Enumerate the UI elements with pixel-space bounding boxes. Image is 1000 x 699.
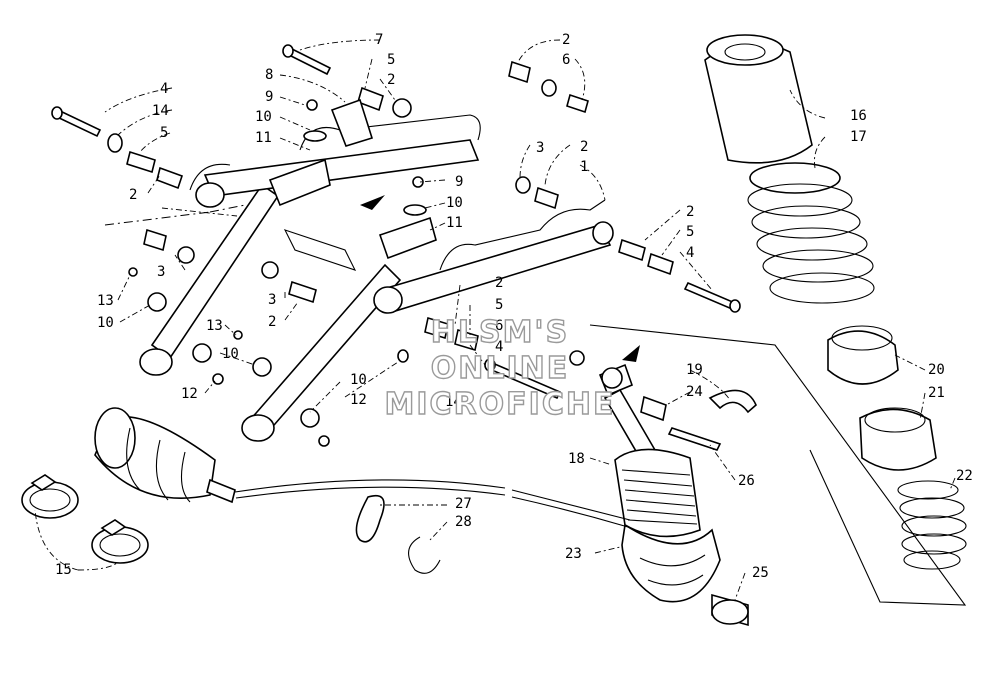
- callout-4: 4: [495, 339, 503, 355]
- callout-10: 10: [350, 372, 367, 388]
- callout-15: 15: [55, 562, 72, 578]
- callout-20: 20: [928, 362, 945, 378]
- callout-14: 14: [445, 394, 462, 410]
- callout-6: 6: [562, 52, 570, 68]
- callout-16: 16: [850, 108, 867, 124]
- callout-2: 2: [387, 72, 395, 88]
- watermark-line-2: ONLINE: [431, 351, 570, 386]
- callout-2: 2: [129, 187, 137, 203]
- callout-26: 26: [738, 473, 755, 489]
- callout-12: 12: [350, 392, 367, 408]
- callout-5: 5: [686, 224, 694, 240]
- callout-13: 13: [206, 318, 223, 334]
- callout-17: 17: [850, 129, 867, 145]
- callout-10: 10: [446, 195, 463, 211]
- callout-2: 2: [580, 139, 588, 155]
- leader-lines: [34, 39, 956, 601]
- callout-23: 23: [565, 546, 582, 562]
- callout-3: 3: [268, 292, 276, 308]
- callout-13: 13: [97, 293, 114, 309]
- callout-2: 2: [268, 314, 276, 330]
- callout-labels: 1 2 2 2 2 2 2 2 3 3 3 4 4 4 5 5 5 5 6 6 …: [55, 32, 973, 581]
- callout-7: 7: [375, 32, 383, 48]
- callout-6: 6: [495, 318, 503, 334]
- callout-9: 9: [455, 174, 463, 190]
- callout-21: 21: [928, 385, 945, 401]
- callout-1: 1: [580, 159, 588, 175]
- callout-28: 28: [455, 514, 472, 530]
- watermark-line-1: HLSM'S: [431, 315, 569, 350]
- shock-reservoir: [21, 407, 631, 574]
- callout-14: 14: [152, 103, 169, 119]
- callout-8: 8: [265, 67, 273, 83]
- watermark: HLSM'S ONLINE MICROFICHE: [384, 314, 616, 422]
- callout-10: 10: [255, 109, 272, 125]
- watermark-line-3: MICROFICHE: [385, 387, 616, 422]
- callout-5: 5: [387, 52, 395, 68]
- callout-12: 12: [181, 386, 198, 402]
- callout-25: 25: [752, 565, 769, 581]
- front-arm-assembly: [139, 114, 640, 442]
- callout-2: 2: [562, 32, 570, 48]
- callout-2: 2: [495, 275, 503, 291]
- callout-3: 3: [157, 264, 165, 280]
- callout-2: 2: [686, 204, 694, 220]
- callout-10: 10: [222, 346, 239, 362]
- callout-18: 18: [568, 451, 585, 467]
- callout-11: 11: [255, 130, 272, 146]
- callout-5: 5: [160, 125, 168, 141]
- callout-4: 4: [686, 245, 694, 261]
- callout-11: 11: [446, 215, 463, 231]
- callout-19: 19: [686, 362, 703, 378]
- callout-22: 22: [956, 468, 973, 484]
- callout-24: 24: [686, 384, 703, 400]
- hardware: [51, 44, 757, 451]
- rear-shock: [598, 363, 749, 627]
- callout-5: 5: [495, 297, 503, 313]
- callout-10: 10: [97, 315, 114, 331]
- spring-and-boots: [589, 34, 967, 606]
- callout-4: 4: [160, 81, 168, 97]
- callout-27: 27: [455, 496, 472, 512]
- callout-9: 9: [265, 89, 273, 105]
- callout-3: 3: [536, 140, 544, 156]
